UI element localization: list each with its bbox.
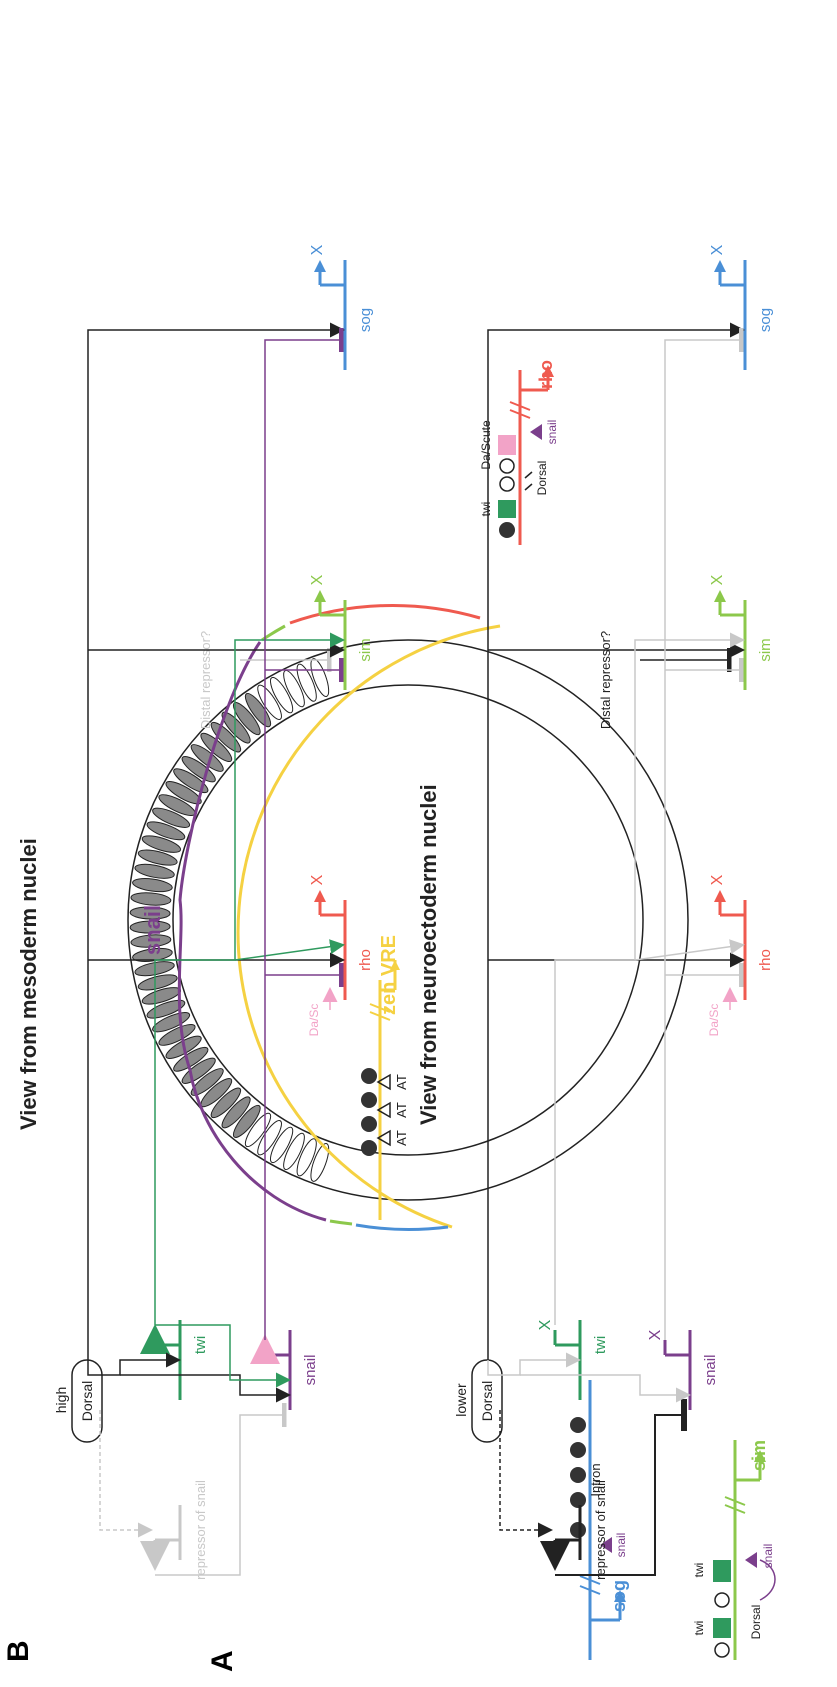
mesoderm-network: View from mesoderm nuclei high Dorsal re…	[16, 260, 374, 1580]
mesoderm-cell	[283, 1132, 305, 1171]
mesoderm-cell	[132, 947, 173, 962]
neuroectoderm-sim-x: X	[709, 574, 726, 585]
sog-snail-label: snail	[614, 1533, 628, 1558]
mesoderm-cell	[165, 781, 202, 805]
rho-snail-label: snail	[545, 420, 559, 445]
mesoderm-cell	[146, 999, 186, 1019]
rho-twi-label: twi	[479, 502, 493, 517]
mesoderm-cell	[181, 756, 216, 783]
mesoderm-cell	[221, 711, 251, 744]
mesoderm-distal-label: Distal repressor?	[198, 631, 213, 729]
rho-dascute-label: Da/Scute	[479, 420, 493, 470]
neuroectoderm-repressor-label: repressor of snail	[593, 1480, 608, 1580]
neuroectoderm-dorsal-label: Dorsal	[479, 1381, 495, 1421]
sog-construct: sog snail Intron	[570, 1380, 629, 1660]
mesoderm-cell	[129, 920, 171, 934]
mesoderm-cell	[137, 849, 178, 866]
panel-a: A snail	[127, 360, 776, 1672]
zen-vre-label: zen VRE	[378, 935, 400, 1015]
mesoderm-cell	[158, 1024, 196, 1046]
sim-construct: sim twi twi Dorsal snail	[692, 1440, 776, 1660]
neuroectoderm-dasc-label: Da/Sc	[707, 1004, 721, 1037]
mesoderm-twi-label: twi	[192, 1336, 209, 1354]
domain-label-snail: snail	[140, 905, 165, 955]
mesoderm-dasc-label: Da/Sc	[307, 1004, 321, 1037]
sim-twi-label-1: twi	[692, 1621, 706, 1636]
neuroectoderm-rho-x: X	[709, 874, 726, 885]
mesoderm-cell	[146, 821, 186, 841]
mesoderm-cell	[296, 1138, 317, 1177]
panel-b-letter: B	[2, 1640, 35, 1662]
neuroectoderm-sim-label: sim	[757, 638, 774, 661]
mesoderm-cell	[137, 974, 178, 991]
neuroectoderm-distal-label: Distal repressor?	[598, 631, 613, 729]
mesoderm-rho-label: rho	[357, 949, 374, 971]
mesoderm-cell	[210, 1087, 242, 1119]
mesoderm-cell	[173, 768, 209, 794]
panel-a-letter: A	[206, 1650, 239, 1672]
mesoderm-dorsal-level: high	[53, 1387, 69, 1413]
mesoderm-cell	[270, 676, 294, 714]
neuroectoderm-dorsal-level: lower	[453, 1383, 469, 1417]
mesoderm-cell	[141, 835, 182, 853]
neuroectoderm-twi-label: twi	[592, 1336, 609, 1354]
sog-intron-label: Intron	[588, 1463, 603, 1496]
mesoderm-cell	[310, 658, 330, 698]
neuroectoderm-sog-label: sog	[757, 308, 774, 332]
arc-rho-red	[289, 604, 481, 625]
neuroectoderm-network: View from neuroectoderm nuclei lower Dor…	[416, 260, 774, 1580]
mesoderm-cell	[296, 663, 317, 702]
mesoderm-sim-label: sim	[357, 638, 374, 661]
at-site-1: AT	[394, 1130, 409, 1146]
mesoderm-sog-label: sog	[357, 308, 374, 332]
panel-b: B View from mesoderm nuclei high Dorsal …	[2, 244, 774, 1662]
at-site-2: AT	[394, 1102, 409, 1118]
sim-twi-label-2: twi	[692, 1563, 706, 1578]
mesoderm-sog-x: X	[309, 244, 326, 255]
arc-snail-purple	[177, 641, 327, 1222]
mesoderm-cell	[270, 1126, 294, 1164]
rho-gene-label: rho	[536, 360, 556, 389]
neuroectoderm-title: View from neuroectoderm nuclei	[416, 784, 441, 1125]
mesoderm-cell	[130, 934, 172, 948]
mesoderm-snail-label: snail	[302, 1355, 319, 1386]
neuroectoderm-twi-x: X	[537, 1319, 554, 1330]
mesoderm-cell	[232, 1104, 261, 1138]
mesoderm-cell	[129, 906, 171, 920]
arc-zen-yellow	[236, 624, 501, 1229]
mesoderm-cell	[310, 1142, 330, 1182]
neuroectoderm-snail-x: X	[647, 1329, 664, 1340]
at-site-3: AT	[394, 1074, 409, 1090]
mesoderm-cell	[130, 892, 172, 906]
mesoderm-cell	[221, 1096, 251, 1129]
mesoderm-sim-x: X	[309, 574, 326, 585]
mesoderm-cell	[134, 863, 175, 879]
mesoderm-cell	[132, 878, 173, 893]
mesoderm-repressor-label: repressor of snail	[193, 1480, 208, 1580]
mesoderm-title: View from mesoderm nuclei	[16, 838, 41, 1130]
mesoderm-cell	[173, 1046, 209, 1072]
sim-dorsal-label: Dorsal	[749, 1605, 763, 1640]
mesoderm-rho-x: X	[309, 874, 326, 885]
mesoderm-dorsal-node	[71, 1359, 103, 1443]
mesoderm-cell	[190, 1068, 224, 1096]
rho-dorsal-label: Dorsal	[535, 461, 549, 496]
mesoderm-cell	[152, 807, 191, 828]
arc-sog-blue	[355, 1223, 449, 1232]
mesoderm-dorsal-label: Dorsal	[79, 1381, 95, 1421]
sim-gene-label: sim	[749, 1440, 769, 1471]
neuroectoderm-sog-x: X	[709, 244, 726, 255]
sog-gene-label: sog	[609, 1580, 629, 1612]
neuroectoderm-rho-label: rho	[757, 949, 774, 971]
arc-sim-green-1	[329, 1219, 353, 1226]
zen-vre-construct: AT AT AT zen VRE	[361, 935, 409, 1220]
sim-snail-label: snail	[761, 1544, 775, 1569]
neuroectoderm-snail-label: snail	[702, 1355, 719, 1386]
neuroectoderm-dorsal-node	[471, 1359, 503, 1443]
rho-construct: rho twi Dorsal Da/Scute snail	[479, 360, 559, 545]
